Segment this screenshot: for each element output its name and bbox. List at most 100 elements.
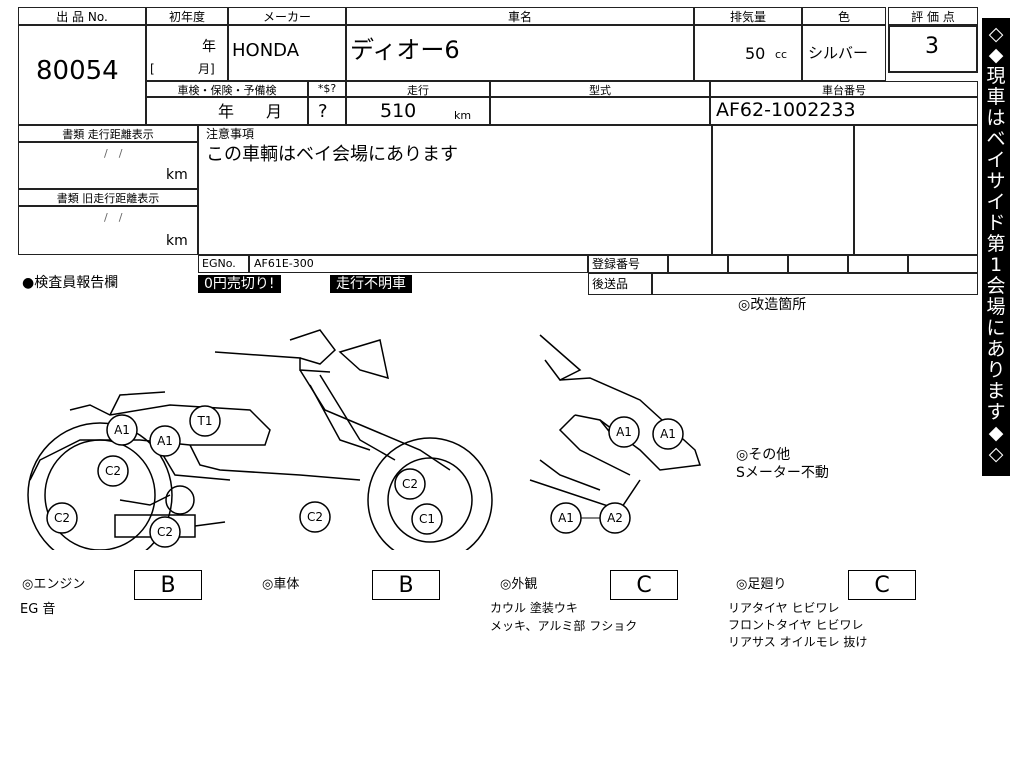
notes-cell (198, 125, 712, 255)
svg-text:C2: C2 (54, 511, 70, 525)
displacement-label: 排気量 (694, 7, 802, 25)
banner-char: 第 (986, 233, 1006, 255)
exterior-grade: C (610, 570, 678, 600)
scooter-side-outline (27, 329, 493, 550)
inspection-label: 車検・保険・予備検 (146, 81, 308, 97)
damage-mark: A1 (149, 425, 181, 457)
banner-char: ◇ (988, 23, 1004, 45)
reg-label-cell (588, 255, 668, 273)
svg-text:A1: A1 (660, 427, 676, 441)
svg-text:C1: C1 (419, 512, 435, 526)
color-value: シルバー (808, 44, 869, 62)
svg-text:T1: T1 (197, 414, 213, 428)
type-label: 型式 (490, 81, 710, 97)
inspection-value: 年 月 (218, 102, 283, 121)
svg-text:A1: A1 (616, 425, 632, 439)
notes-label: 注意事項 (206, 127, 255, 141)
tag-mileage-unknown: 走行不明車 (330, 275, 412, 293)
type-cell (490, 97, 710, 125)
banner-char: 会 (986, 275, 1006, 297)
damage-mark: A2 (599, 502, 631, 534)
docs-unit-1: km (166, 167, 188, 183)
engine-grade: B (134, 570, 202, 600)
grade-value: 3 (925, 34, 939, 59)
banner-char: す (986, 401, 1006, 423)
other-label: ◎その他 (736, 447, 791, 463)
exterior-note: カウル 塗装ウキ (490, 601, 578, 615)
ship-label-cell (588, 273, 652, 295)
banner-char: サ (986, 170, 1006, 192)
banner-char: イ (986, 149, 1006, 171)
svg-text:A1: A1 (558, 511, 574, 525)
inspection-cell (146, 97, 308, 125)
damage-mark: A1 (550, 502, 582, 534)
mileage-label: 走行 (346, 81, 490, 97)
tax-value: ? (318, 101, 328, 122)
docs-cell-2 (18, 206, 198, 255)
banner-char: 車 (986, 86, 1006, 108)
eg-cell (198, 255, 588, 273)
model-value: ディオー6 (350, 36, 460, 64)
eg-value: AF61E-300 (254, 257, 314, 270)
banner-char: 場 (986, 296, 1006, 318)
reg-box-2 (728, 255, 788, 273)
mod-label: ◎改造箇所 (738, 297, 807, 313)
damage-mark: C2 (394, 468, 426, 500)
displacement-cell (694, 25, 802, 81)
docs-slashes-2: / / (104, 211, 123, 224)
suspension-grade: C (848, 570, 916, 600)
reg-box-5 (908, 255, 978, 273)
damage-mark: C1 (411, 503, 443, 535)
other-text: Sメーター不動 (736, 465, 829, 481)
frame-cell (710, 97, 978, 125)
color-label: 色 (802, 7, 886, 25)
side-banner: ◇ ◆ 現 車 は ベ イ サ イ ド 第 1 会 場 に あ り ま す ◆ … (982, 18, 1010, 476)
svg-text:A1: A1 (157, 434, 173, 448)
displacement-value: 50 (745, 44, 766, 63)
model-cell (346, 25, 694, 81)
inspector-label: ●検査員報告欄 (22, 275, 119, 291)
reg-box-3 (788, 255, 848, 273)
banner-char: ◆ (988, 422, 1004, 444)
tag-zero-yen: 0円売切り! (198, 275, 281, 293)
exterior-note: メッキ、アルミ部 フショク (490, 619, 638, 633)
year-label: 初年度 (146, 7, 228, 25)
frame-value: AF62-1002233 (716, 99, 856, 121)
mileage-value: 510 (380, 100, 417, 122)
svg-text:C2: C2 (402, 477, 418, 491)
color-cell (802, 25, 886, 81)
maker-cell (228, 25, 346, 81)
scooter-front-outline (529, 334, 702, 511)
grade-label: 評 価 点 (888, 7, 978, 25)
maker-value: HONDA (232, 40, 300, 61)
damage-mark: C2 (299, 501, 331, 533)
tax-cell (308, 97, 346, 125)
month-bracket: [ (150, 62, 155, 76)
model-label: 車名 (346, 7, 694, 25)
banner-char: ◆ (988, 44, 1004, 66)
svg-text:C2: C2 (105, 464, 121, 478)
damage-mark: A1 (608, 416, 640, 448)
banner-char: ベ (986, 128, 1006, 150)
engine-note: EG 音 (20, 602, 56, 617)
eg-label: EGNo. (202, 257, 236, 270)
docs-label-1: 書類 走行距離表示 (18, 125, 198, 142)
banner-char: は (986, 107, 1006, 129)
banner-char: イ (986, 191, 1006, 213)
docs-slashes-1: / / (104, 147, 123, 160)
suspension-note: リアタイヤ ヒビワレ (728, 601, 840, 615)
notes-side-cell-2 (854, 125, 978, 255)
damage-mark: C2 (149, 516, 181, 548)
reg-label: 登録番号 (592, 257, 641, 271)
tax-label: *$? (308, 81, 346, 97)
frame-label: 車台番号 (710, 81, 978, 97)
year-unit: 年 (202, 39, 216, 55)
engine-label: ◎エンジン (22, 577, 86, 592)
docs-unit-2: km (166, 233, 188, 249)
reg-box-4 (848, 255, 908, 273)
suspension-label: ◎足廻り (736, 577, 787, 592)
damage-mark: T1 (189, 405, 221, 437)
ship-cell (652, 273, 978, 295)
